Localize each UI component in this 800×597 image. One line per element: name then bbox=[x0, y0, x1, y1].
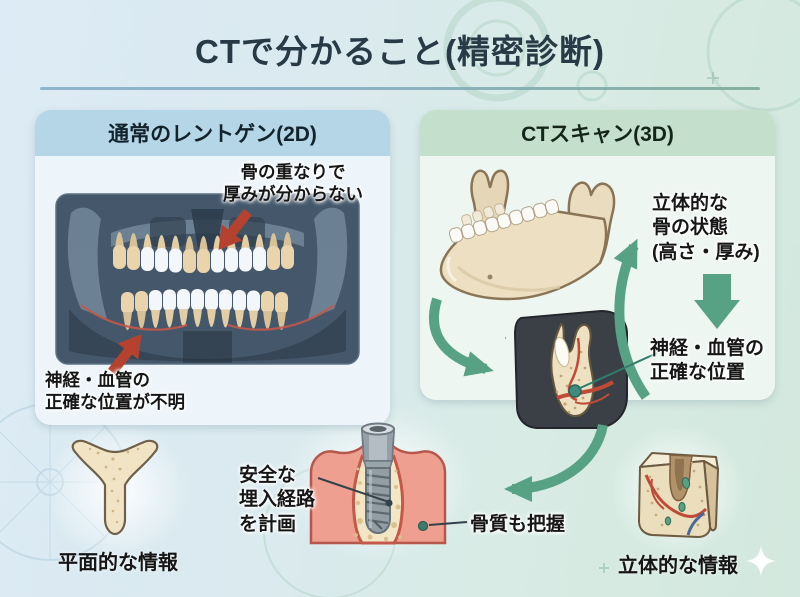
panel-2d-header: 通常のレントゲン(2D) bbox=[35, 110, 390, 156]
jaw-teeth-row bbox=[448, 199, 560, 243]
plus-marks bbox=[599, 72, 719, 573]
implant-illustration bbox=[309, 422, 447, 545]
jaw-back-teeth bbox=[461, 203, 506, 227]
nerve-spots bbox=[664, 476, 691, 526]
panel-3d-header: CTスキャン(3D) bbox=[420, 110, 775, 156]
blood-vessels bbox=[644, 474, 708, 518]
nerve-dot bbox=[568, 384, 582, 398]
caption-3d-info: 立体的な情報 bbox=[618, 555, 738, 577]
annotation-bone-state: 立体的な 骨の状態 (高さ・厚み) bbox=[652, 193, 760, 263]
mandible-3d-illustration bbox=[439, 169, 616, 301]
bone-block-3d-illustration bbox=[638, 452, 719, 538]
annotation-bone-overlap: 骨の重なりで 厚みが分からない bbox=[223, 162, 363, 205]
title-underline bbox=[40, 87, 760, 90]
flat-bone-illustration bbox=[71, 439, 159, 535]
caption-2d-info: 平面的な情報 bbox=[58, 552, 178, 574]
mental-foramen-dot bbox=[487, 274, 493, 280]
annotation-nerve-position: 神経・血管の 正確な位置 bbox=[650, 338, 765, 384]
annotation-bone-quality: 骨質も把握 bbox=[470, 514, 566, 535]
nerve-canal-lines bbox=[80, 304, 335, 331]
implant-screw bbox=[360, 422, 396, 535]
page-title: CTで分かること(精密診断) bbox=[195, 33, 605, 70]
panoramic-xray-illustration bbox=[55, 193, 360, 365]
annotation-nerve-unknown: 神経・血管の 正確な位置が不明 bbox=[45, 370, 185, 413]
bone-cross-section-illustration bbox=[505, 309, 628, 429]
vein bbox=[686, 511, 705, 536]
bone-speckles bbox=[88, 447, 140, 524]
annotation-safe-path: 安全な 埋入経路 を計画 bbox=[239, 465, 316, 535]
